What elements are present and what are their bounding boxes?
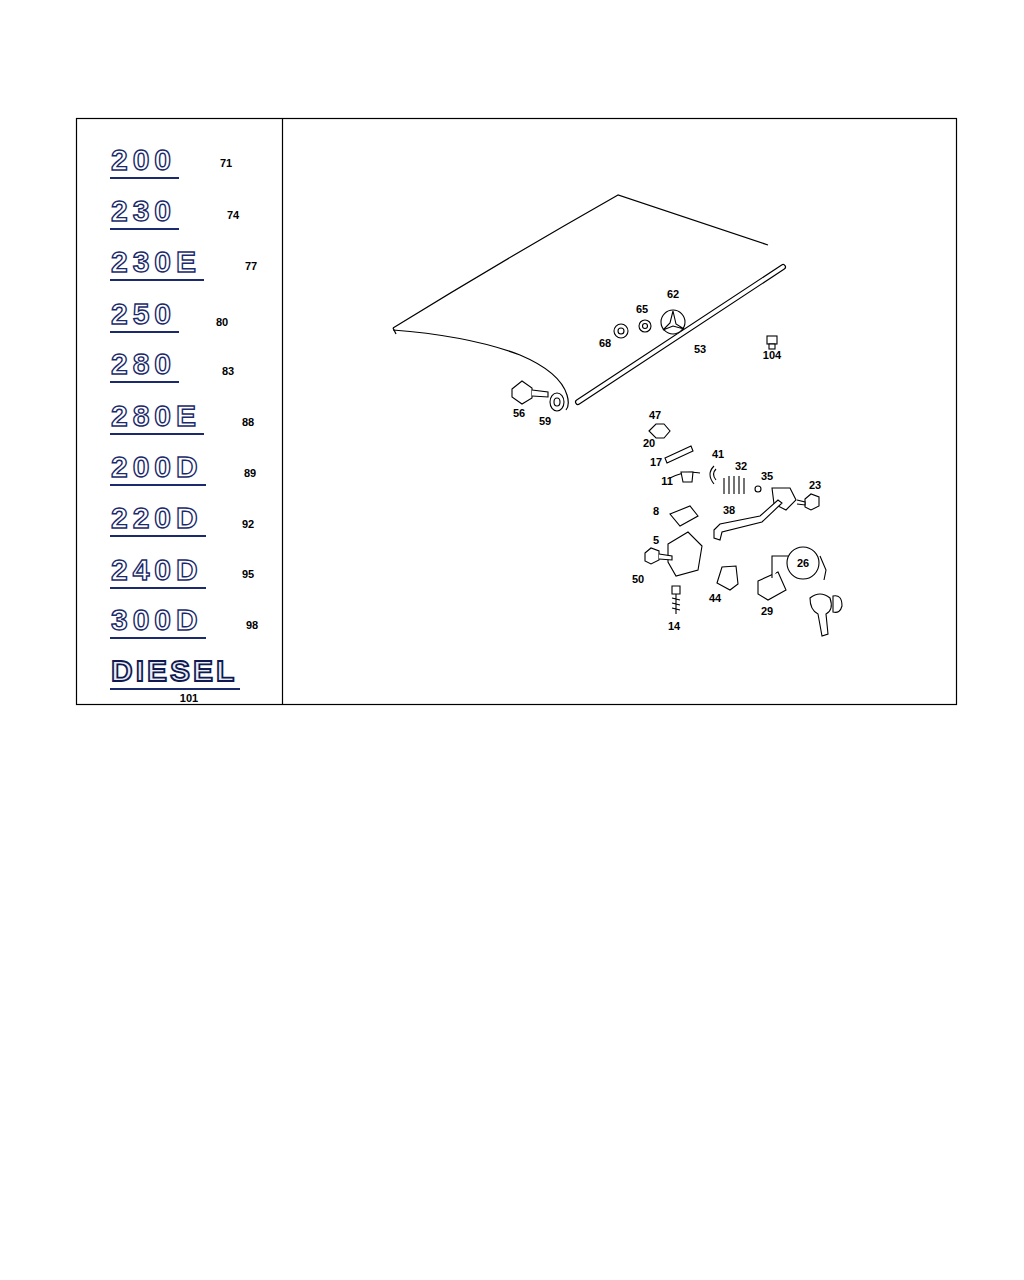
trunk-lid (393, 195, 768, 410)
callout-number: 5 (653, 535, 659, 546)
callout-number: 47 (649, 410, 661, 421)
callout-number: 50 (632, 574, 644, 585)
callout-number: 14 (668, 621, 680, 632)
callout-number: 44 (709, 593, 721, 604)
callout-number: 32 (735, 461, 747, 472)
model-badge: 230 (110, 196, 179, 230)
callout-number: 89 (244, 468, 256, 479)
star-emblem (614, 310, 685, 338)
callout-number: 41 (712, 449, 724, 460)
callout-number: 88 (242, 417, 254, 428)
callout-number: 8 (653, 506, 659, 517)
model-badge: 200 (110, 145, 179, 179)
callout-number: 26 (797, 558, 809, 569)
callout-number: 29 (761, 606, 773, 617)
callout-number: 17 (650, 457, 662, 468)
model-badge: 250 (110, 299, 179, 333)
callout-number: 80 (216, 317, 228, 328)
model-badge: 220D (110, 503, 206, 537)
model-badge: 280E (110, 401, 204, 435)
model-badge: 280 (110, 349, 179, 383)
lock-parts (512, 336, 842, 636)
frame (77, 119, 957, 705)
callout-number: 68 (599, 338, 611, 349)
callout-number: 101 (180, 693, 198, 704)
callout-number: 71 (220, 158, 232, 169)
callout-number: 59 (539, 416, 551, 427)
callout-number: 35 (761, 471, 773, 482)
callout-number: 95 (242, 569, 254, 580)
callout-number: 56 (513, 408, 525, 419)
model-badge: 200D (110, 452, 206, 486)
callout-number: 98 (246, 620, 258, 631)
callout-number: 65 (636, 304, 648, 315)
callout-number: 23 (809, 480, 821, 491)
callout-number: 20 (643, 438, 655, 449)
callout-number: 74 (227, 210, 239, 221)
model-badge: 300D (110, 605, 206, 639)
callout-number: 83 (222, 366, 234, 377)
callout-number: 53 (694, 344, 706, 355)
callout-number: 77 (245, 261, 257, 272)
seal-strip (578, 267, 783, 402)
callout-number: 62 (667, 289, 679, 300)
callout-number: 11 (661, 476, 673, 487)
callout-number: 38 (723, 505, 735, 516)
model-badge: DIESEL (110, 656, 240, 690)
model-badge: 240D (110, 555, 206, 589)
callout-number: 104 (763, 350, 781, 361)
model-badge: 230E (110, 247, 204, 281)
callout-number: 92 (242, 519, 254, 530)
